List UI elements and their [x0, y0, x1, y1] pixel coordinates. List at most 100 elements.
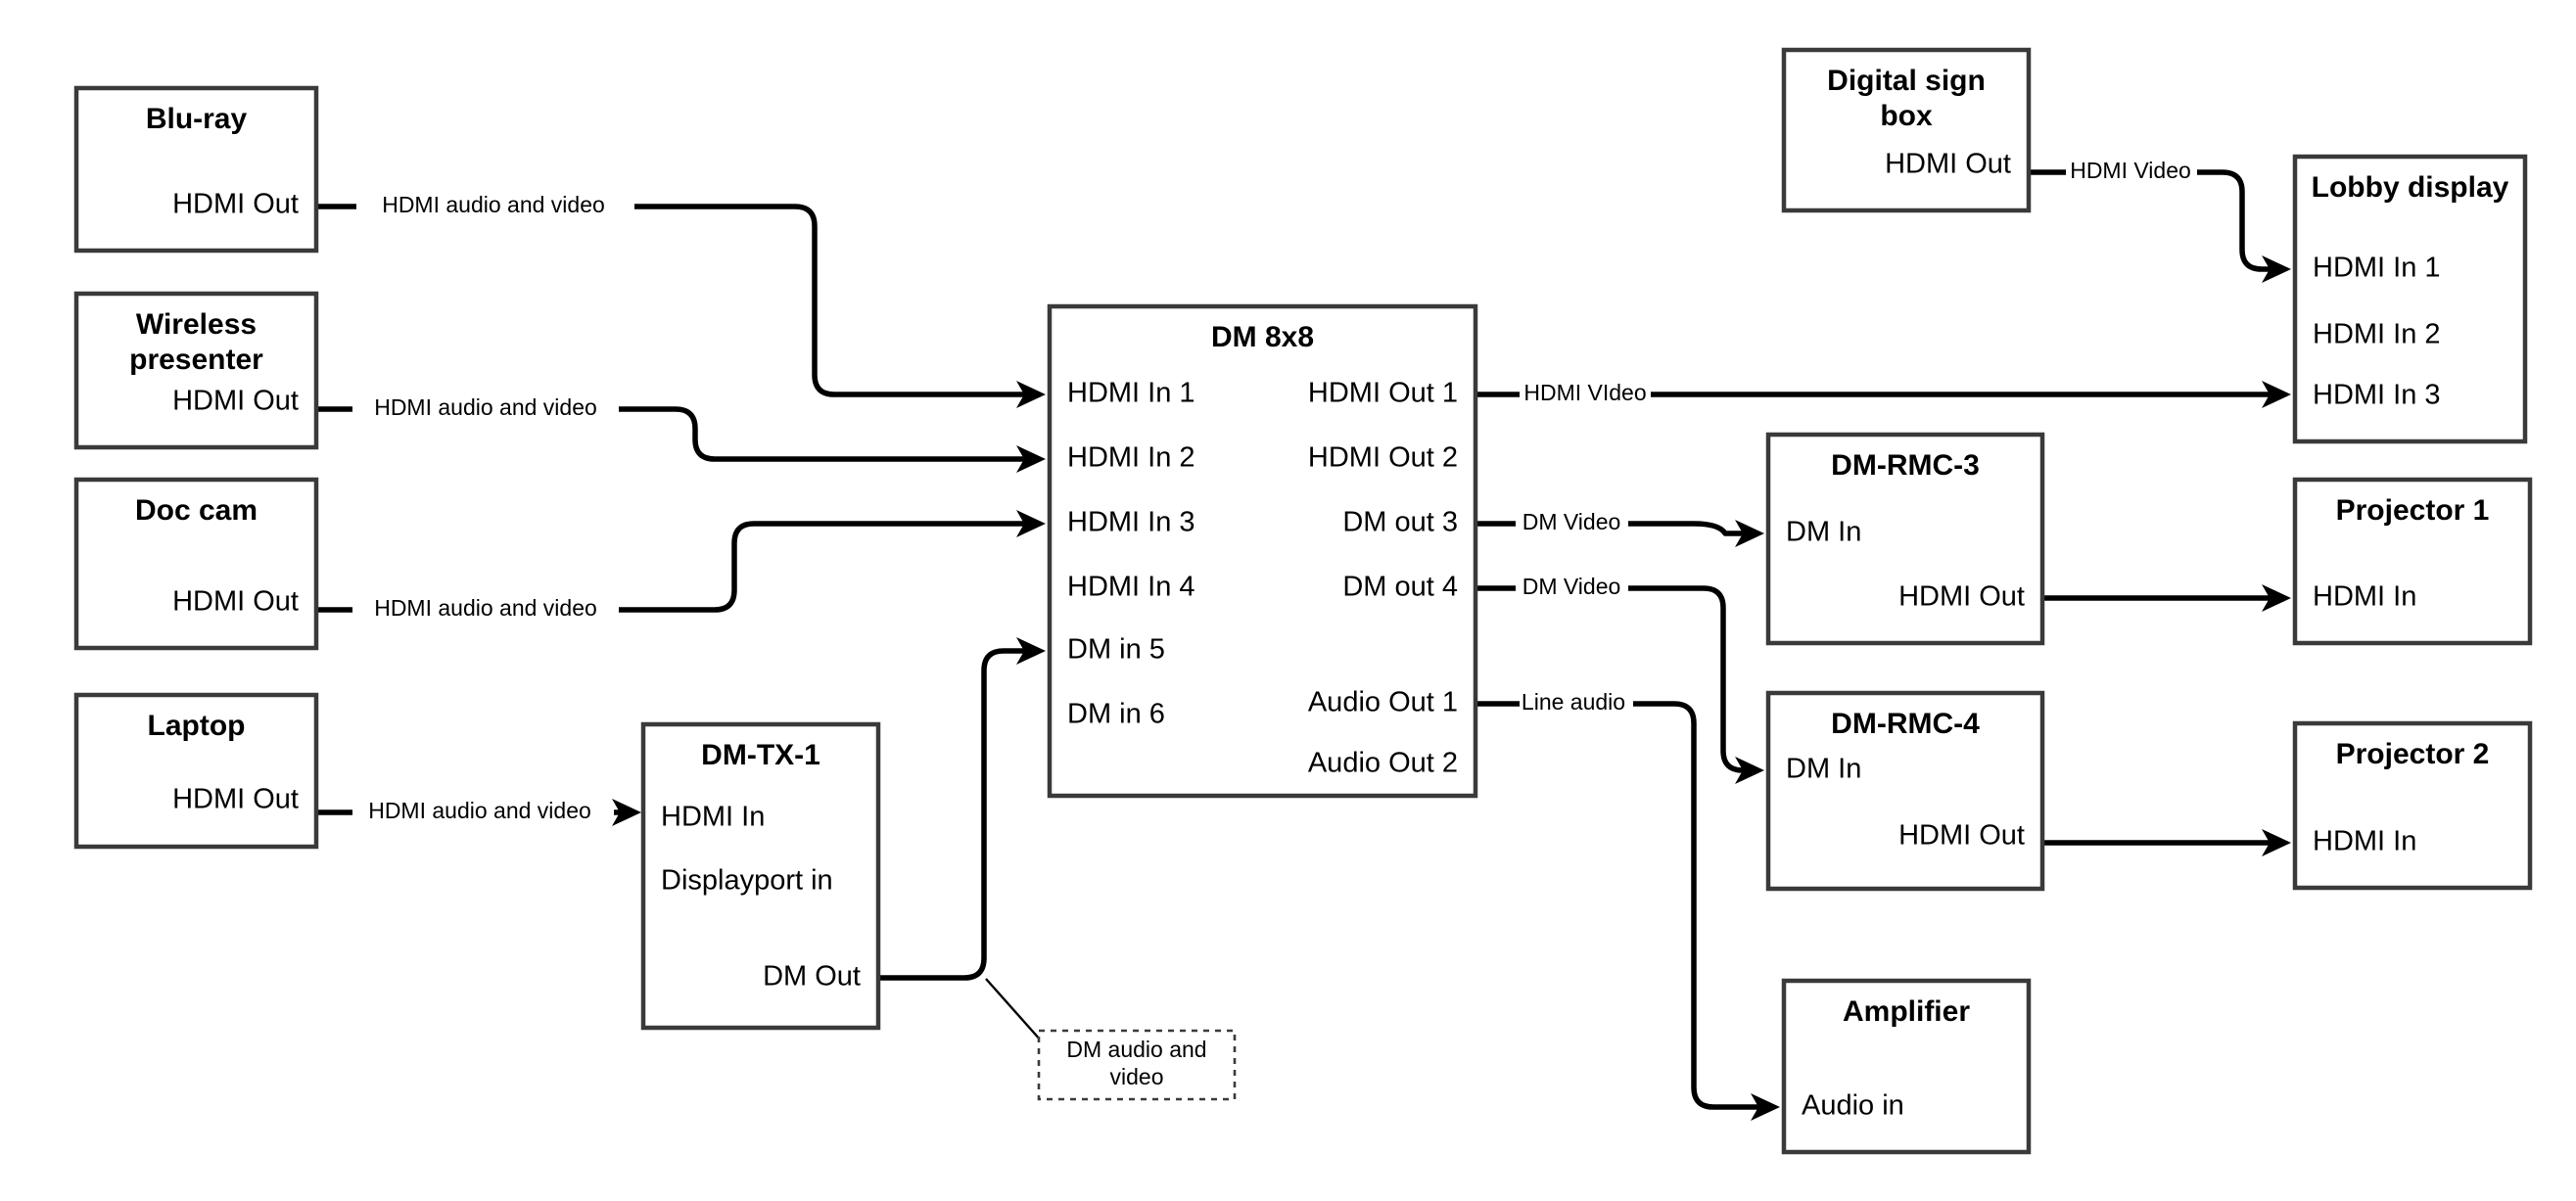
- connection-label: DM Video: [1522, 509, 1621, 534]
- device-box[interactable]: [1781, 47, 2032, 213]
- device-box[interactable]: [2292, 477, 2533, 646]
- device-box[interactable]: [640, 721, 881, 1031]
- callout-label-line: DM audio and: [1066, 1037, 1206, 1062]
- device-title: Projector 1: [2336, 494, 2490, 527]
- port-label-wireless-presenter-hdmi-out: HDMI Out: [172, 386, 299, 417]
- connection-conn-dm-out4-to-rmc4: DM Video: [1475, 574, 1764, 784]
- device-title: Laptop: [148, 710, 246, 742]
- port-label-dm-8x8-hdmi-in-4: HDMI In 4: [1067, 572, 1195, 603]
- port-label-amplifier-audio-in: Audio in: [1802, 1090, 1904, 1122]
- device-title: DM-RMC-3: [1831, 449, 1980, 482]
- device-box[interactable]: [73, 692, 319, 850]
- port-label-dm-8x8-dm-out-3: DM out 3: [1342, 507, 1458, 538]
- device-title: DM-RMC-4: [1831, 708, 1980, 740]
- port-label-dm-8x8-dm-out-4: DM out 4: [1342, 572, 1458, 603]
- port-label-dm-rmc-4-dm-in: DM In: [1786, 754, 1861, 785]
- device-box[interactable]: [2292, 720, 2533, 891]
- device-title: presenter: [129, 344, 263, 376]
- port-label-projector-1-hdmi-in: HDMI In: [2313, 581, 2416, 613]
- connection-conn-rmc4-to-projector2: [2042, 829, 2291, 856]
- device-box[interactable]: [1781, 978, 2032, 1155]
- callout-box: [1037, 1029, 1237, 1101]
- port-label-dm-8x8-hdmi-in-1: HDMI In 1: [1067, 378, 1195, 409]
- wire-path: [316, 521, 1036, 613]
- device-box[interactable]: [1765, 690, 2045, 892]
- port-label-dm-8x8-hdmi-in-3: HDMI In 3: [1067, 507, 1195, 538]
- wire-path: [1475, 701, 1770, 1110]
- arrowhead-icon: [1751, 1093, 1780, 1121]
- port-label-dm-rmc-3-hdmi-out: HDMI Out: [1898, 581, 2025, 613]
- connection-conn-wireless-to-dm-in2: HDMI audio and video: [316, 394, 1046, 473]
- connection-label: Line audio: [1522, 689, 1625, 715]
- connection-conn-audio-out1-to-amplifier: Line audio: [1475, 689, 1780, 1121]
- port-label-laptop-hdmi-out: HDMI Out: [172, 784, 299, 815]
- connection-conn-bluray-to-dm-in1: HDMI audio and video: [316, 192, 1046, 408]
- device-box[interactable]: [73, 291, 319, 450]
- arrowhead-icon: [2262, 381, 2291, 408]
- arrowhead-icon: [2262, 255, 2291, 283]
- device-box[interactable]: [2292, 154, 2528, 444]
- connection-conn-dm-out1-to-lobby-in3: HDMI VIdeo: [1475, 380, 2291, 408]
- device-title: Lobby display: [2312, 171, 2509, 204]
- wire-path: [1475, 521, 1755, 536]
- device-title: Digital sign: [1827, 65, 1986, 97]
- wire-path: [316, 204, 1036, 397]
- device-title: DM 8x8: [1211, 321, 1314, 353]
- device-box[interactable]: [1765, 432, 2045, 646]
- device-projector-1[interactable]: Projector 1 HDMI In: [2292, 477, 2533, 646]
- connection-label: HDMI audio and video: [368, 798, 591, 823]
- device-title: Wireless: [136, 308, 257, 341]
- arrowhead-icon: [1016, 381, 1046, 408]
- port-label-doc-cam-hdmi-out: HDMI Out: [172, 586, 299, 618]
- wire-path: [2029, 169, 2281, 272]
- device-title: DM-TX-1: [701, 739, 820, 771]
- arrowhead-icon: [1016, 445, 1046, 473]
- wire-path: [316, 406, 1036, 462]
- wire-path: [1475, 585, 1755, 773]
- arrowhead-icon: [1016, 637, 1046, 665]
- arrowhead-icon: [612, 799, 641, 826]
- port-label-blu-ray-hdmi-out: HDMI Out: [172, 189, 299, 220]
- callout-label-line: video: [1110, 1064, 1164, 1089]
- port-label-dm-8x8-hdmi-in-2: HDMI In 2: [1067, 442, 1195, 474]
- connection-label: DM Video: [1522, 574, 1621, 599]
- port-label-dm-tx-1-displayport-in: Displayport in: [661, 865, 833, 897]
- arrowhead-icon: [1016, 510, 1046, 537]
- connection-conn-signbox-to-lobby-in1: HDMI Video: [2029, 158, 2291, 283]
- connection-conn-doccam-to-dm-in3: HDMI audio and video: [316, 510, 1046, 621]
- device-box[interactable]: [1047, 303, 1478, 799]
- device-box[interactable]: [73, 85, 319, 254]
- callout-leader-line: [985, 978, 1042, 1041]
- port-label-projector-2-hdmi-in: HDMI In: [2313, 826, 2416, 857]
- arrowhead-icon: [2262, 584, 2291, 612]
- port-label-lobby-display-hdmi-in-1: HDMI In 1: [2313, 253, 2441, 284]
- connection-label: HDMI audio and video: [374, 394, 597, 420]
- arrowhead-icon: [1735, 757, 1764, 784]
- wire-path: [878, 648, 1036, 981]
- connection-label: HDMI Video: [2070, 158, 2191, 183]
- connection-conn-laptop-to-dmtx1: HDMI audio and video: [316, 798, 641, 826]
- port-label-dm-8x8-hdmi-out-2: HDMI Out 2: [1308, 442, 1458, 474]
- connection-conn-dm-out3-to-rmc3: DM Video: [1475, 509, 1764, 547]
- device-box[interactable]: [73, 477, 319, 651]
- port-label-dm-tx-1-dm-out: DM Out: [763, 961, 861, 993]
- port-label-digital-sign-box-hdmi-out: HDMI Out: [1885, 149, 2011, 180]
- connection-label: HDMI VIdeo: [1523, 380, 1646, 405]
